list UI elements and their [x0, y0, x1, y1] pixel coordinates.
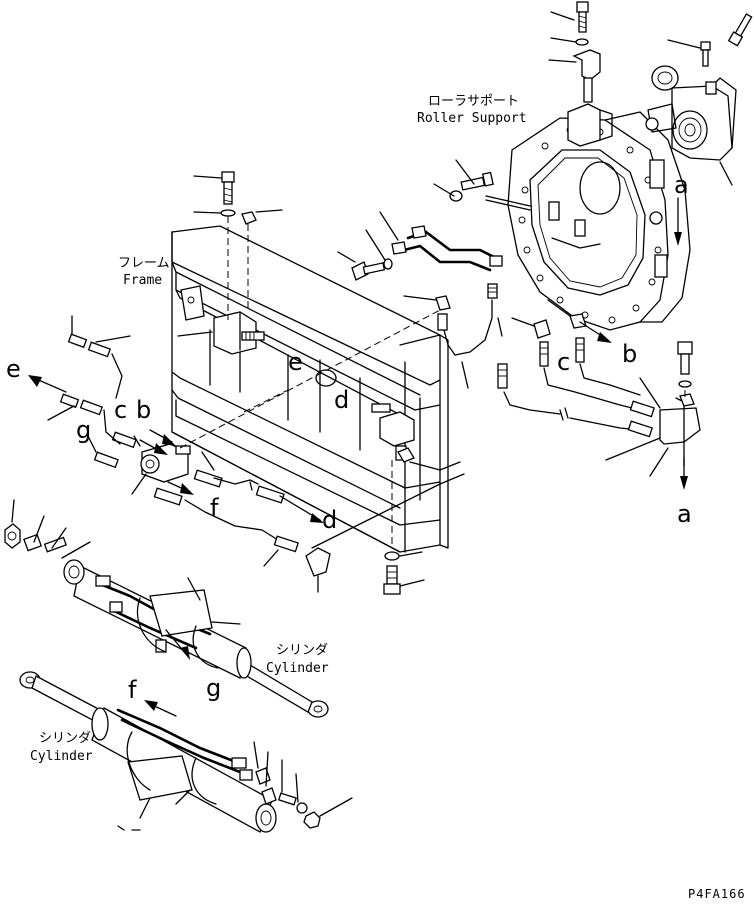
tube-assembly	[337, 159, 531, 389]
letter-g-bottom: g	[206, 674, 221, 702]
cylinder-upper-label-en: Cylinder	[266, 661, 329, 676]
loose-parts	[4, 499, 91, 559]
cylinder-lower-label-en: Cylinder	[30, 749, 93, 764]
roller-support-label-en: Roller Support	[417, 111, 527, 126]
arrow-b-right	[579, 321, 612, 343]
arrow-a-top	[674, 197, 682, 246]
gearbox-assembly	[645, 65, 737, 161]
frame-lower-bolt	[311, 447, 465, 595]
letter-f-bottom: f	[128, 676, 137, 704]
drawing-code: P4FA166	[688, 887, 746, 901]
frame-label-jp: フレーム	[118, 256, 170, 271]
hose-to-d	[263, 495, 331, 593]
letter-f-middle: f	[210, 494, 219, 522]
letter-e-left: e	[6, 355, 21, 383]
right-hose-assembly	[497, 299, 701, 477]
cylinder-lower-label-jp: シリンダ	[39, 731, 91, 746]
letter-b-right: b	[622, 340, 637, 368]
letter-e-frame: e	[288, 348, 303, 376]
letter-a-bottom: a	[677, 500, 692, 528]
letter-a-top: a	[674, 171, 689, 199]
top-bolts	[548, 1, 753, 186]
roller-support-assembly	[507, 103, 691, 331]
left-valve-assembly	[28, 309, 441, 541]
frame-bolts	[177, 171, 283, 337]
frame-assembly	[171, 225, 449, 553]
letter-d-middle: d	[334, 386, 349, 414]
letter-g-left: g	[76, 416, 91, 444]
upper-cylinder	[63, 559, 329, 718]
frame-label-en: Frame	[123, 273, 162, 288]
letter-b-left: b	[136, 396, 151, 424]
lower-cylinder	[19, 671, 277, 833]
letter-c-left: c	[114, 396, 127, 424]
roller-support-label-jp: ローラサポート	[428, 94, 519, 109]
lower-fittings	[117, 741, 353, 831]
letter-d-bottom: d	[322, 506, 337, 534]
cylinder-upper-label-jp: シリンダ	[276, 643, 328, 658]
letter-c-right: c	[557, 348, 570, 376]
arrow-a-bottom	[680, 457, 688, 490]
